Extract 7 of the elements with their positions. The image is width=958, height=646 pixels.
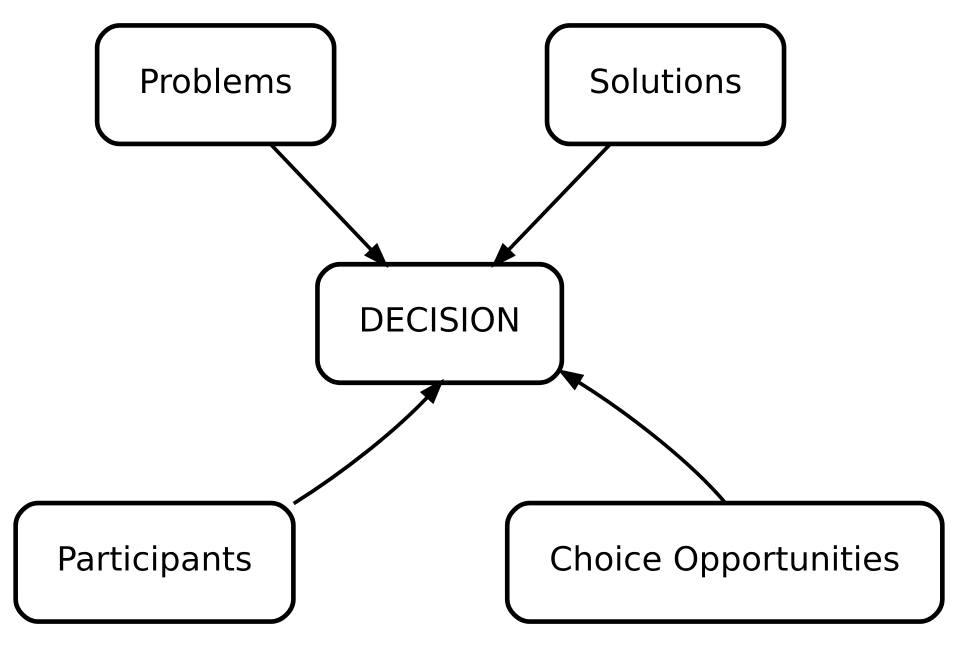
arrow: [292, 378, 444, 505]
node-box: Solutions: [544, 22, 786, 146]
arrow: [557, 368, 726, 504]
node-box: DECISION: [315, 261, 564, 385]
node-box: Problems: [94, 22, 336, 146]
node-box: Choice Opportunities: [504, 500, 945, 624]
node-box: Participants: [13, 500, 296, 624]
